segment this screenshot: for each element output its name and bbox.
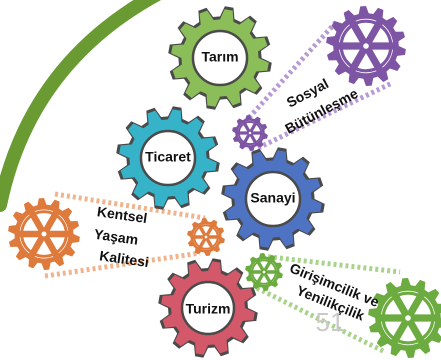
gear-label-sanayi: Sanayi (250, 190, 295, 206)
gear-turizm (158, 258, 258, 358)
orange-large-gear-icon (8, 198, 80, 270)
label-kentsel: Kentsel (96, 203, 148, 226)
gear-label-turizm: Turizm (186, 301, 231, 317)
chain-sosyal (243, 18, 394, 151)
orange-small-gear-icon (187, 218, 225, 256)
decorative-arc (0, 0, 162, 212)
gear-sanayi (221, 147, 325, 251)
gear-tarim (168, 6, 272, 110)
green-large-gear-icon (368, 278, 441, 358)
chain-girisim (255, 253, 401, 355)
gear-label-ticaret: Ticaret (145, 149, 191, 165)
purple-small-gear-icon (232, 115, 268, 151)
green-small-gear-icon (245, 253, 283, 291)
purple-large-gear-icon (326, 6, 406, 86)
label-yasam: Yaşam (93, 226, 139, 248)
gear-label-tarim: Tarım (201, 49, 238, 65)
page-number: 51 (316, 307, 345, 337)
label-kalitesi: Kalitesi (98, 247, 150, 270)
gear-ticaret (116, 106, 220, 210)
chain-kentsel (44, 191, 206, 279)
